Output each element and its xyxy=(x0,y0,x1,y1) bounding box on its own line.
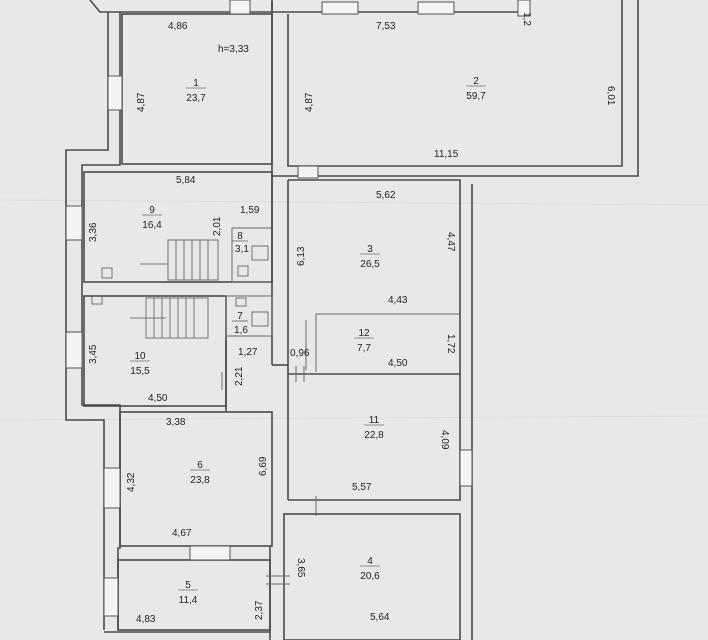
doors xyxy=(221,366,317,585)
room-labels: h=3,33 1 23,7 2 59,7 3 26,5 4 20,6 5 11,… xyxy=(130,44,486,606)
room-5-number: 5 xyxy=(185,580,191,591)
dim-label: 0,96 xyxy=(290,348,310,359)
stairs-room-9 xyxy=(140,239,219,281)
walls xyxy=(65,0,639,640)
dim-label: 4,43 xyxy=(388,295,408,306)
dim-label: 4,83 xyxy=(136,614,156,625)
room-9-area: 16,4 xyxy=(142,220,162,231)
dim-label: 5,57 xyxy=(352,482,372,493)
fixtures xyxy=(91,245,269,327)
windows xyxy=(65,0,531,617)
dim-label: 3,65 xyxy=(295,558,306,578)
dim-label: 6,69 xyxy=(258,456,269,476)
room-8-area: 3,1 xyxy=(235,244,249,255)
background-creases xyxy=(0,199,708,421)
dim-label: 4,50 xyxy=(148,393,168,404)
dim-label: 4,87 xyxy=(304,92,315,112)
room-12-number: 12 xyxy=(358,328,370,339)
dim-label: 1,72 xyxy=(445,334,456,354)
dim-label: 11,15 xyxy=(434,149,459,160)
room-4-area: 20,6 xyxy=(360,571,380,582)
room-5-area: 11,4 xyxy=(179,595,198,606)
dim-label: 6,13 xyxy=(296,246,307,266)
room-10-number: 10 xyxy=(134,351,146,362)
dim-label: 4,50 xyxy=(388,358,408,369)
dim-label: 4,86 xyxy=(168,21,188,32)
room-2-area: 59,7 xyxy=(466,91,486,102)
dim-label: 4,09 xyxy=(439,430,450,450)
stairs-room-10 xyxy=(130,297,209,339)
dim-label: 5,84 xyxy=(176,175,196,186)
room-7-area: 1,6 xyxy=(234,325,248,336)
dim-label: 2,37 xyxy=(254,600,265,620)
dim-label: 7,53 xyxy=(376,21,396,32)
dim-label: 2,01 xyxy=(212,216,223,236)
dim-label: 4,67 xyxy=(172,528,192,539)
room-11-number: 11 xyxy=(369,415,380,426)
room-10-area: 15,5 xyxy=(130,366,150,377)
dim-label: 6,01 xyxy=(605,86,616,106)
room-4-number: 4 xyxy=(367,556,373,567)
dim-label: 3,38 xyxy=(166,417,186,428)
room-2-number: 2 xyxy=(473,76,479,87)
dimension-labels: 4,86 7,53 1,2 4,87 4,87 6,01 11,15 5,84 … xyxy=(88,12,616,625)
room-1-area: 23,7 xyxy=(186,93,206,104)
room-3-area: 26,5 xyxy=(360,259,380,270)
dim-label: 4,47 xyxy=(445,232,456,252)
dim-label: 1,59 xyxy=(240,205,260,216)
height-note: h=3,33 xyxy=(218,44,249,55)
room-12-area: 7,7 xyxy=(357,343,371,354)
room-6-number: 6 xyxy=(197,460,203,471)
room-3-number: 3 xyxy=(367,244,373,255)
room-8-number: 8 xyxy=(237,231,243,242)
dim-label: 4,32 xyxy=(126,472,137,492)
room-11-area: 22,8 xyxy=(364,430,384,441)
dim-label: 3,45 xyxy=(88,344,99,364)
room-7-number: 7 xyxy=(237,311,243,322)
dim-label: 3,36 xyxy=(88,222,99,242)
dim-label: 5,62 xyxy=(376,190,396,201)
dim-label: 5,64 xyxy=(370,612,390,623)
room-1-number: 1 xyxy=(193,78,199,89)
dim-label: 1,2 xyxy=(521,12,532,26)
dim-label: 1,27 xyxy=(238,347,258,358)
room-6-area: 23,8 xyxy=(190,475,210,486)
room-9-number: 9 xyxy=(149,205,155,216)
dim-label: 2,21 xyxy=(234,366,245,386)
dim-label: 4,87 xyxy=(136,92,147,112)
